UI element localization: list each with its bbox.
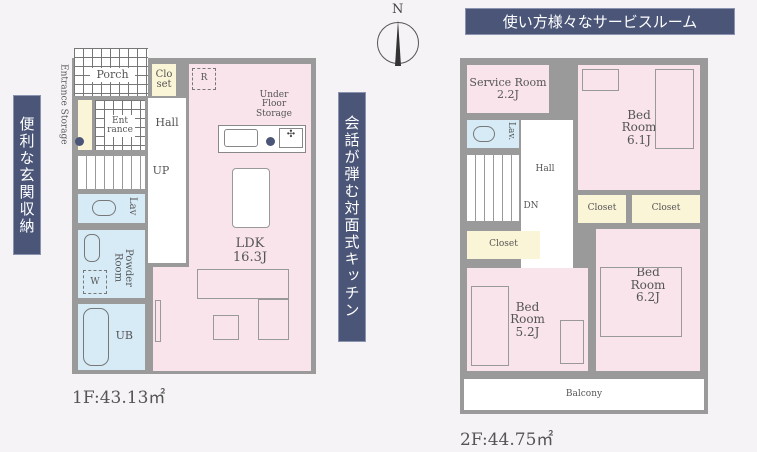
bedroom-6-2-label: Bed Room xyxy=(630,265,666,292)
powder-room: Powder Room W xyxy=(78,230,145,298)
bed-icon xyxy=(655,69,694,149)
lav-1f-label: Lav xyxy=(127,197,138,216)
dn-label: DN xyxy=(523,201,539,212)
up-label: UP xyxy=(152,164,170,178)
closet-2f-a: Closet xyxy=(578,195,626,223)
washer-icon: W xyxy=(83,270,107,294)
floor1-area: 1F:43.13㎡ xyxy=(72,388,166,408)
underfloor-storage-label: Under Floor Storage xyxy=(256,89,292,119)
callout-dot-kitchen xyxy=(266,137,275,146)
balcony: Balcony xyxy=(463,378,705,411)
bedroom-5-2-size: 5.2J xyxy=(515,324,540,339)
ldk-lower xyxy=(153,267,311,371)
powder-room-label: Powder Room xyxy=(112,248,135,287)
tv-stand xyxy=(155,300,161,342)
porch-label: Porch xyxy=(90,68,135,82)
bed-icon xyxy=(471,286,509,366)
sofa xyxy=(197,269,289,299)
stairs-1f xyxy=(78,156,145,189)
hall-2f xyxy=(521,120,573,292)
callout-dot-entrance xyxy=(75,137,84,146)
fridge: R xyxy=(192,68,216,90)
callout-kitchen: 会話が弾む対面式キッチン xyxy=(338,92,366,342)
bed-icon xyxy=(600,267,682,337)
hall-1f-label: Hall xyxy=(155,116,179,130)
service-room-size: 2.2J xyxy=(497,88,519,101)
desk-icon xyxy=(582,69,619,91)
entrance-label: Ent rance xyxy=(105,115,135,137)
sofa-side xyxy=(258,299,289,340)
closet-2f-c: Closet xyxy=(467,231,540,259)
unit-bath: UB xyxy=(78,304,145,370)
bedroom-6-2-size: 6.2J xyxy=(636,290,660,305)
compass-needle-icon xyxy=(395,20,401,66)
stairs-2f xyxy=(467,155,519,221)
bedroom-5-2: Bed Room 5.2J xyxy=(467,268,588,371)
ldk-name: LDK xyxy=(235,236,265,252)
callout-entrance-storage: 便利な玄関収納 xyxy=(13,95,41,255)
bedroom-6-2: Bed Room 6.2J xyxy=(596,229,700,371)
lav-2f-label: Lav. xyxy=(506,122,516,141)
bedroom-6-1-label: Bed Room xyxy=(621,107,657,135)
hall-2f-label: Hall xyxy=(535,164,555,175)
closet-2f-b: Closet xyxy=(632,195,700,223)
floor2-area: 2F:44.75㎡ xyxy=(460,430,554,450)
toilet-icon xyxy=(473,126,495,142)
sink-icon xyxy=(224,129,258,147)
bedroom-6-1: Bed Room 6.1J xyxy=(578,65,700,190)
bathtub-icon xyxy=(83,308,109,366)
closet-1f: Clo set xyxy=(152,64,176,96)
desk-icon xyxy=(560,320,584,364)
toilet-icon xyxy=(92,200,116,216)
entrance-storage-label: Entrance Storage xyxy=(58,63,69,145)
ldk-size: 16.3J xyxy=(232,250,268,265)
ldk-label: LDK 16.3J xyxy=(220,236,280,266)
dining-table xyxy=(232,168,270,228)
service-room-label: Service Room xyxy=(469,76,547,90)
bedroom-5-2-label: Bed Room xyxy=(510,299,545,327)
hall-1f xyxy=(148,98,186,263)
ldk-upper xyxy=(189,64,311,269)
toilet-2f: Lav. xyxy=(467,120,519,148)
compass-north-label: N xyxy=(392,2,404,17)
ub-label: UB xyxy=(115,329,133,342)
bedroom-6-1-size: 6.1J xyxy=(627,132,651,147)
compass: N xyxy=(375,2,421,72)
service-room: Service Room 2.2J xyxy=(467,65,549,113)
toilet-1f: Lav xyxy=(78,194,145,223)
washbasin-icon xyxy=(84,234,100,262)
stove-icon: ✣ xyxy=(279,128,303,148)
coffee-table xyxy=(213,315,239,340)
callout-service-room: 使い方様々なサービスルーム xyxy=(465,8,735,35)
